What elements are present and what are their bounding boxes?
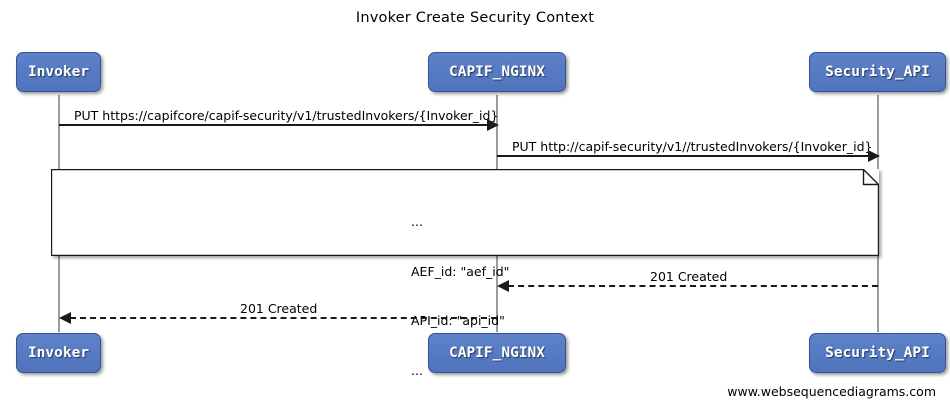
note-line-1: ... [411, 214, 423, 229]
participant-capif-nginx-top[interactable]: CAPIF_NGINX [428, 52, 566, 92]
message-line-2 [497, 155, 870, 157]
note-line-4: ... [411, 362, 423, 378]
message-line-4 [70, 317, 497, 319]
participant-invoker-top[interactable]: Invoker [16, 52, 101, 92]
participant-security-api-bottom[interactable]: Security_API [809, 333, 946, 373]
message-line-1 [59, 124, 489, 126]
participant-capif-nginx-bottom[interactable]: CAPIF_NGINX [428, 333, 566, 373]
message-label-1: PUT https://capifcore/capif-security/v1/… [74, 108, 499, 123]
note-line-3: API_id: "api_id" [411, 313, 505, 328]
message-arrowhead-right-1 [487, 119, 499, 131]
message-arrowhead-left-4 [59, 312, 71, 324]
message-arrowhead-left-3 [497, 280, 509, 292]
message-label-4: 201 Created [240, 301, 318, 316]
note-text: ... AEF_id: "aef_id" API_id: "api_id" ..… [411, 181, 509, 412]
page-title: Invoker Create Security Context [355, 10, 595, 26]
participant-label: Invoker [27, 345, 90, 361]
watermark: www.websequencediagrams.com [727, 384, 936, 399]
message-label-2: PUT http://capif-security/v1//trustedInv… [512, 139, 873, 154]
message-arrowhead-right-2 [868, 150, 880, 162]
participant-label: CAPIF_NGINX [448, 64, 546, 80]
participant-label: CAPIF_NGINX [448, 345, 546, 361]
participant-label: Security_API [825, 345, 930, 361]
participant-label: Invoker [27, 64, 90, 80]
note-box: ... AEF_id: "aef_id" API_id: "api_id" ..… [51, 169, 879, 378]
participant-security-api-top[interactable]: Security_API [809, 52, 946, 92]
participant-label: Security_API [825, 64, 930, 80]
note-line-2: AEF_id: "aef_id" [411, 263, 510, 279]
participant-invoker-bottom[interactable]: Invoker [16, 333, 101, 373]
message-line-3 [508, 285, 878, 287]
message-label-3: 201 Created [650, 269, 728, 284]
note-shape-icon [51, 169, 879, 256]
